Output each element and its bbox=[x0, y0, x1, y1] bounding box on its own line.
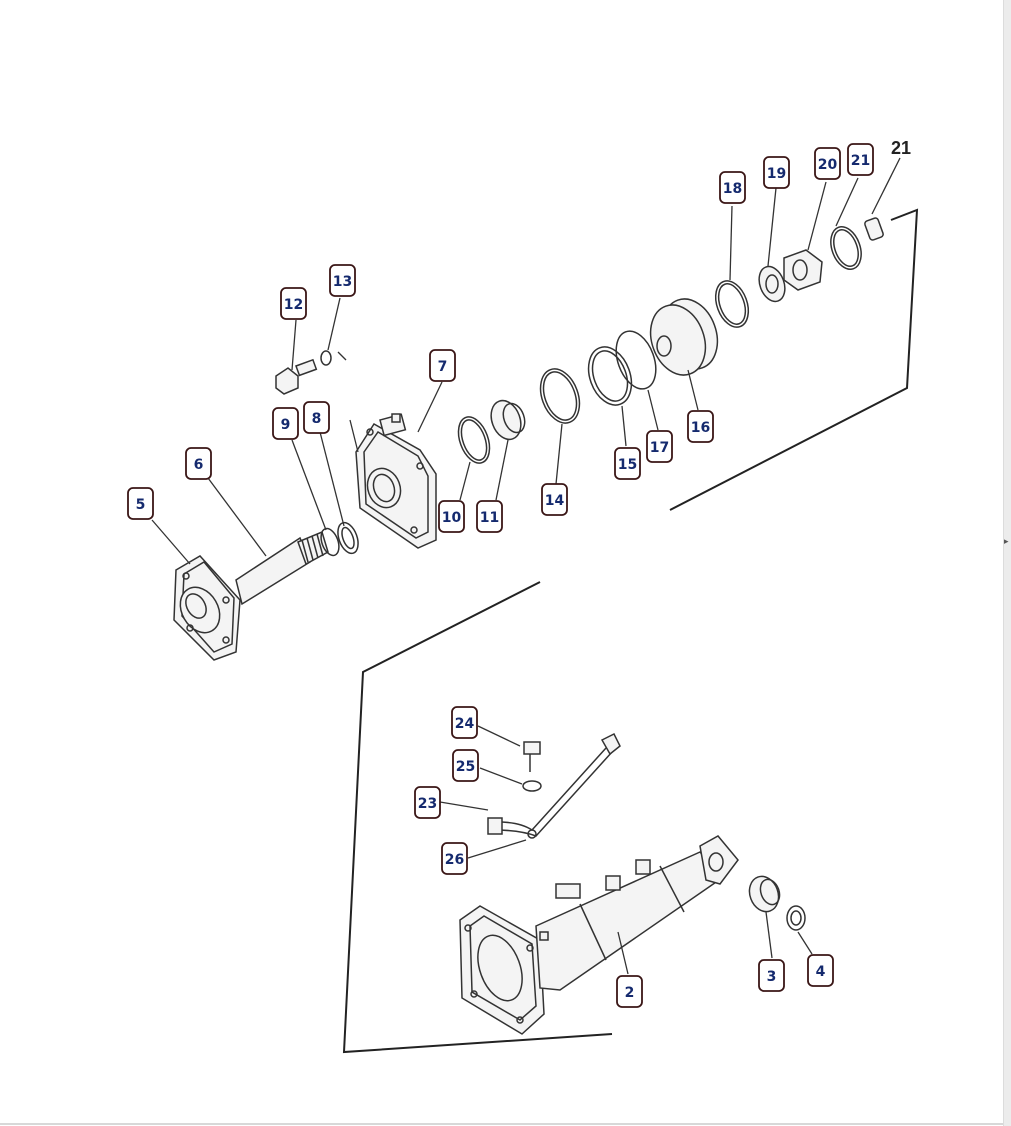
callout-4: 4 bbox=[807, 954, 834, 987]
callout-5-label: 5 bbox=[136, 497, 146, 513]
callout-25: 25 bbox=[452, 749, 479, 782]
callout-20-label: 20 bbox=[818, 157, 838, 173]
callout-17: 17 bbox=[646, 430, 673, 463]
callout-17-label: 17 bbox=[650, 440, 669, 456]
callout-7-label: 7 bbox=[438, 359, 448, 375]
callout-8-label: 8 bbox=[312, 411, 322, 427]
callout-11-label: 11 bbox=[480, 510, 499, 526]
leader-lines bbox=[151, 157, 901, 975]
callout-6: 6 bbox=[185, 447, 212, 480]
callout-24-label: 24 bbox=[455, 716, 475, 732]
callout-19-label: 19 bbox=[767, 166, 786, 182]
plain-label-21: 21 bbox=[891, 138, 911, 158]
part-16-piston bbox=[649, 298, 719, 376]
callout-26: 26 bbox=[441, 842, 468, 875]
callout-24: 24 bbox=[451, 706, 478, 739]
callout-8: 8 bbox=[303, 401, 330, 434]
callout-10: 10 bbox=[438, 500, 465, 533]
part-15-17-rings bbox=[587, 330, 657, 406]
callout-3-label: 3 bbox=[767, 969, 777, 985]
callout-23: 23 bbox=[414, 786, 441, 819]
callout-12: 12 bbox=[280, 287, 307, 320]
part-14-ring bbox=[539, 368, 581, 424]
callout-9-label: 9 bbox=[281, 417, 291, 433]
callout-11: 11 bbox=[476, 500, 503, 533]
callout-15: 15 bbox=[614, 447, 641, 480]
callout-5: 5 bbox=[127, 487, 154, 520]
scroll-right-arrow-icon[interactable]: ▸ bbox=[1004, 537, 1009, 547]
callout-13: 13 bbox=[329, 264, 356, 297]
callout-20: 20 bbox=[814, 147, 841, 180]
part-5-flange bbox=[173, 555, 241, 661]
callout-14-label: 14 bbox=[545, 493, 565, 509]
part-23-26-pipe bbox=[487, 732, 621, 839]
callout-23-label: 23 bbox=[418, 796, 437, 812]
callout-3: 3 bbox=[758, 959, 785, 992]
callout-19: 19 bbox=[763, 156, 790, 189]
callout-18-label: 18 bbox=[723, 181, 742, 197]
callout-12-label: 12 bbox=[284, 297, 303, 313]
callout-10-label: 10 bbox=[442, 510, 462, 526]
frame-lines bbox=[342, 208, 919, 1054]
part-12-13-bolt bbox=[275, 350, 332, 395]
callout-25-label: 25 bbox=[456, 759, 475, 775]
callout-2-label: 2 bbox=[625, 985, 635, 1001]
vertical-scrollbar[interactable] bbox=[1003, 0, 1011, 1126]
callout-14: 14 bbox=[541, 483, 568, 516]
callout-21: 21 bbox=[847, 143, 874, 176]
part-6-shaft bbox=[235, 530, 329, 606]
callout-26-label: 26 bbox=[445, 852, 464, 868]
part-18-21-end-parts bbox=[714, 217, 884, 328]
callout-15-label: 15 bbox=[618, 457, 637, 473]
part-3-4-bushing bbox=[748, 875, 806, 931]
part-2-cylinder bbox=[459, 835, 739, 1035]
callout-18: 18 bbox=[719, 171, 746, 204]
callout-9: 9 bbox=[272, 407, 299, 440]
callout-4-label: 4 bbox=[816, 964, 826, 980]
callout-6-label: 6 bbox=[194, 457, 204, 473]
bottom-divider bbox=[0, 1123, 1003, 1125]
callout-13-label: 13 bbox=[333, 274, 352, 290]
callout-2: 2 bbox=[616, 975, 643, 1008]
part-7-valve-plate bbox=[355, 413, 437, 549]
callout-7: 7 bbox=[429, 349, 456, 382]
callout-16: 16 bbox=[687, 410, 714, 443]
callout-21-label: 21 bbox=[851, 153, 870, 169]
part-10-11-seals bbox=[457, 399, 526, 464]
callout-16-label: 16 bbox=[691, 420, 710, 436]
